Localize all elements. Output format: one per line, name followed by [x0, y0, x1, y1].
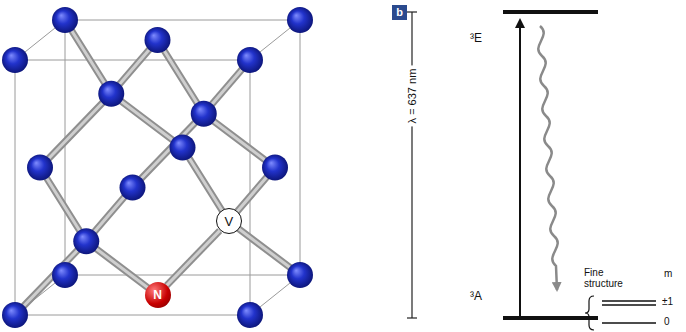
diamond-lattice: [2, 7, 313, 328]
bond: [40, 94, 111, 168]
bond: [229, 221, 300, 275]
state-label: ³E: [470, 32, 482, 45]
excited-level: [503, 10, 598, 14]
state-label: ³A: [470, 290, 482, 303]
ground-level: [503, 316, 598, 320]
panel-letter: b: [392, 5, 407, 20]
node-text: b: [396, 7, 403, 18]
carbon-atom: [52, 262, 78, 288]
bond: [204, 114, 275, 168]
bond: [158, 40, 204, 114]
cube-edge: [65, 20, 300, 21]
nitrogen-atom: N: [145, 282, 171, 308]
bond-line: [167, 231, 220, 286]
fine-level: [602, 304, 656, 306]
quantum-number-label: ±1: [662, 296, 673, 307]
bond: [229, 221, 300, 275]
cube-edge: [15, 315, 250, 316]
fine-structure-label: Fine structure: [584, 267, 632, 289]
bond: [15, 241, 86, 315]
carbon-atom: [287, 262, 313, 288]
carbon-atom: [98, 81, 124, 107]
cube-edge: [300, 20, 301, 275]
fine-level: [602, 322, 656, 324]
bond: [133, 114, 204, 188]
carbon-atom: [287, 7, 313, 33]
bond: [40, 168, 86, 242]
bond: [15, 241, 86, 315]
carbon-atom: [120, 175, 146, 201]
vacancy: V: [216, 208, 242, 234]
bond: [65, 20, 111, 94]
absorption-arrow: [519, 20, 521, 316]
bond: [111, 94, 182, 148]
bond: [111, 94, 182, 148]
bracket-tick: [407, 11, 417, 12]
carbon-atom: [237, 302, 263, 328]
wavelength-label: λ = 637 nm: [405, 66, 419, 127]
bond: [167, 231, 220, 286]
carbon-atom: [191, 101, 217, 127]
carbon-atom: [52, 7, 78, 33]
carbon-atom: [73, 228, 99, 254]
fine-level: [602, 300, 656, 302]
carbon-atom: [237, 47, 263, 73]
bond: [133, 114, 204, 188]
bond-highlight: [167, 231, 220, 286]
node-text: V: [224, 215, 233, 228]
carbon-atom: [170, 135, 196, 161]
bond: [204, 114, 275, 168]
bond: [158, 40, 204, 114]
carbon-atom: [262, 155, 288, 181]
cube-edge: [15, 60, 16, 315]
quantum-number-label: 0: [664, 316, 670, 327]
bond: [40, 94, 111, 168]
bond: [65, 20, 111, 94]
carbon-atom: [2, 302, 28, 328]
emission-arrow: [538, 26, 557, 290]
carbon-atom: [145, 27, 171, 53]
cube-edge: [250, 60, 251, 315]
quantum-number-label: m: [664, 268, 672, 279]
bond: [40, 168, 86, 242]
node-text: N: [153, 289, 162, 301]
cube-edge: [65, 275, 300, 276]
carbon-atom: [27, 155, 53, 181]
carbon-atom: [2, 47, 28, 73]
bracket-tick: [407, 317, 417, 318]
cube-edge: [65, 20, 66, 275]
wavelength-bracket: [411, 12, 412, 318]
brace: [585, 296, 594, 330]
cube-edge: [15, 60, 250, 61]
